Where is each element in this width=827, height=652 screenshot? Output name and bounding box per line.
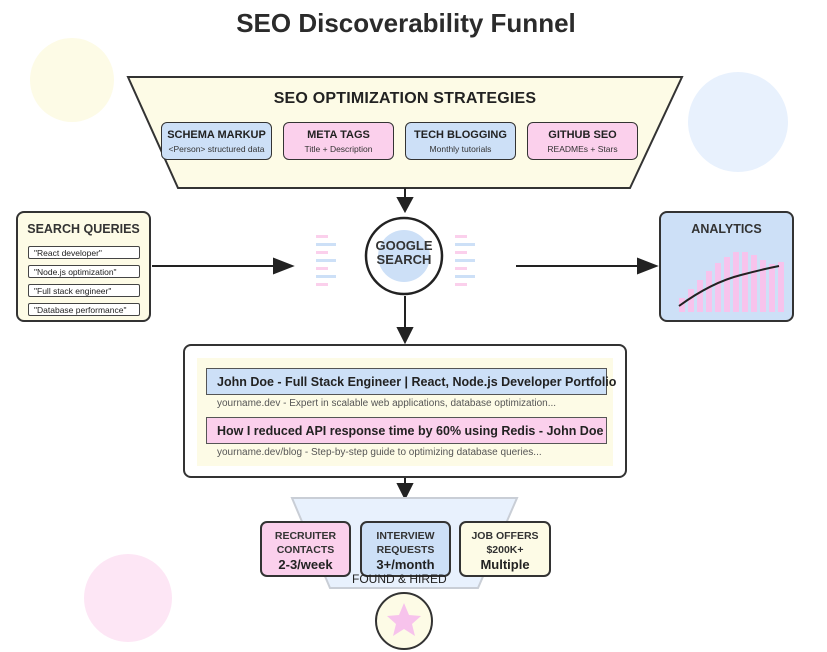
strategy-desc: READMEs + Stars xyxy=(547,144,618,154)
data-stream-right xyxy=(455,235,475,286)
strategy-card-tech-blogging: TECH BLOGGING Monthly tutorials xyxy=(405,122,516,160)
outcome-value: 2-3/week xyxy=(278,557,333,572)
outcome-job-offers: JOB OFFERS$200K+ Multiple xyxy=(459,521,551,577)
strategy-desc: Title + Description xyxy=(304,144,373,154)
result-url-1: yourname.dev - Expert in scalable web ap… xyxy=(217,398,557,409)
result-title-2[interactable]: How I reduced API response time by 60% u… xyxy=(206,417,607,444)
analytics-title: ANALYTICS xyxy=(691,222,762,236)
query-item: "Database performance" xyxy=(28,303,140,316)
outcome-value: Multiple xyxy=(480,557,530,572)
result-url-2: yourname.dev/blog - Step-by-step guide t… xyxy=(217,447,542,458)
search-results-panel: John Doe - Full Stack Engineer | React, … xyxy=(183,344,627,478)
strategy-desc: <Person> structured data xyxy=(168,144,265,154)
analytics-panel: ANALYTICS xyxy=(659,211,794,322)
analytics-trend-chart xyxy=(678,252,784,312)
decor-circle-pink xyxy=(84,554,172,642)
google-search-inner xyxy=(378,230,430,282)
decor-circle-blue xyxy=(688,72,788,172)
decor-circle-cream xyxy=(30,38,114,122)
result-title-1[interactable]: John Doe - Full Stack Engineer | React, … xyxy=(206,368,616,395)
strategy-card-github-seo: GITHUB SEO READMEs + Stars xyxy=(527,122,638,160)
strategy-card-schema-markup: SCHEMA MARKUP <Person> structured data xyxy=(161,122,272,160)
query-item: "Full stack engineer" xyxy=(28,284,140,297)
google-search-label: GOOGLE SEARCH xyxy=(364,239,444,267)
star-icon xyxy=(387,603,421,636)
outcome-value: 3+/month xyxy=(376,557,435,572)
strategy-name: SCHEMA MARKUP xyxy=(167,129,266,141)
strategy-name: META TAGS xyxy=(307,129,370,141)
query-item: "Node.js optimization" xyxy=(28,265,140,278)
strategy-desc: Monthly tutorials xyxy=(429,144,492,154)
strategies-title: SEO OPTIMIZATION STRATEGIES xyxy=(273,90,537,107)
google-label-line1: GOOGLE xyxy=(375,238,433,253)
found-hired-label: FOUND & HIRED xyxy=(352,572,447,586)
google-label-line2: SEARCH xyxy=(376,252,432,267)
data-stream-left xyxy=(316,235,336,286)
strategy-name: GITHUB SEO xyxy=(548,129,617,141)
search-queries-title: SEARCH QUERIES xyxy=(27,222,140,236)
search-queries-panel: SEARCH QUERIES "React developer" "Node.j… xyxy=(16,211,151,322)
diagram-title: SEO Discoverability Funnel xyxy=(236,8,576,38)
outcome-label: JOB OFFERS$200K+ xyxy=(471,530,539,556)
strategy-card-meta-tags: META TAGS Title + Description xyxy=(283,122,394,160)
query-item: "React developer" xyxy=(28,246,140,259)
strategy-name: TECH BLOGGING xyxy=(414,129,507,141)
